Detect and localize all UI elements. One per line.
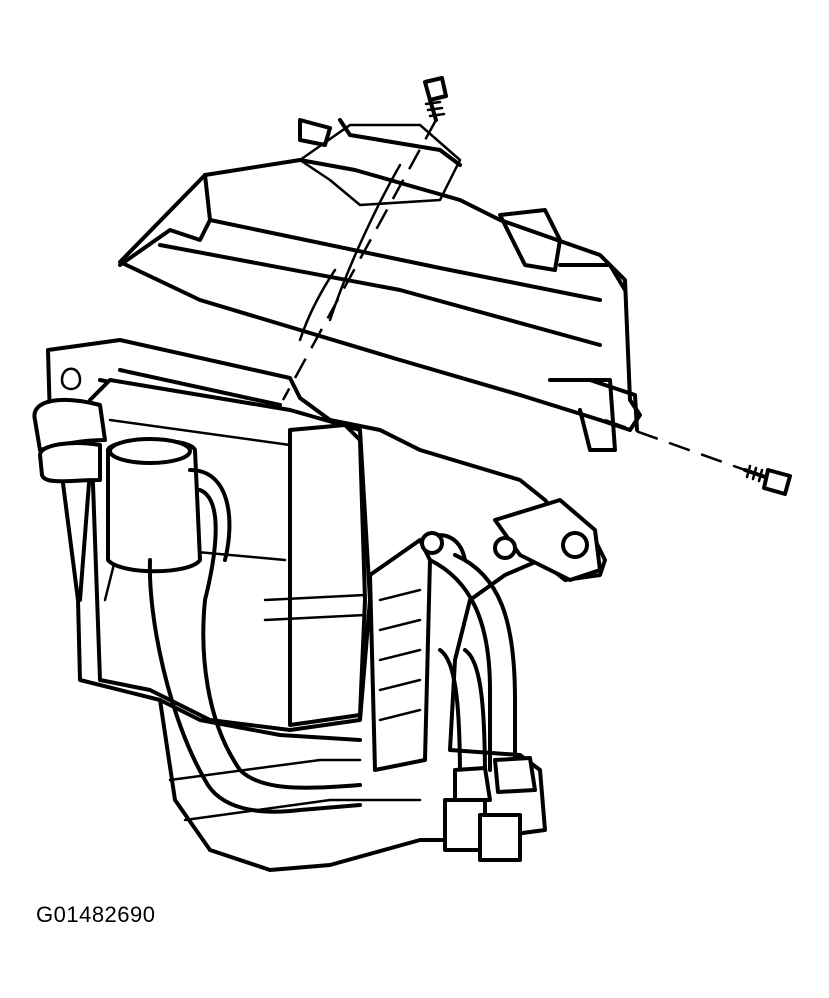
figure-id-label: G01482690 <box>36 902 156 927</box>
mounting-bracket <box>493 498 602 582</box>
top-screw-icon <box>423 76 448 122</box>
side-screw-alignment-line <box>604 418 746 472</box>
side-screw-icon <box>743 464 792 496</box>
blower-case <box>118 118 642 452</box>
duct-assembly <box>368 531 467 772</box>
heater-hoses <box>32 398 362 814</box>
outlet-pipes <box>428 553 537 862</box>
top-screw-alignment-line <box>281 119 438 401</box>
